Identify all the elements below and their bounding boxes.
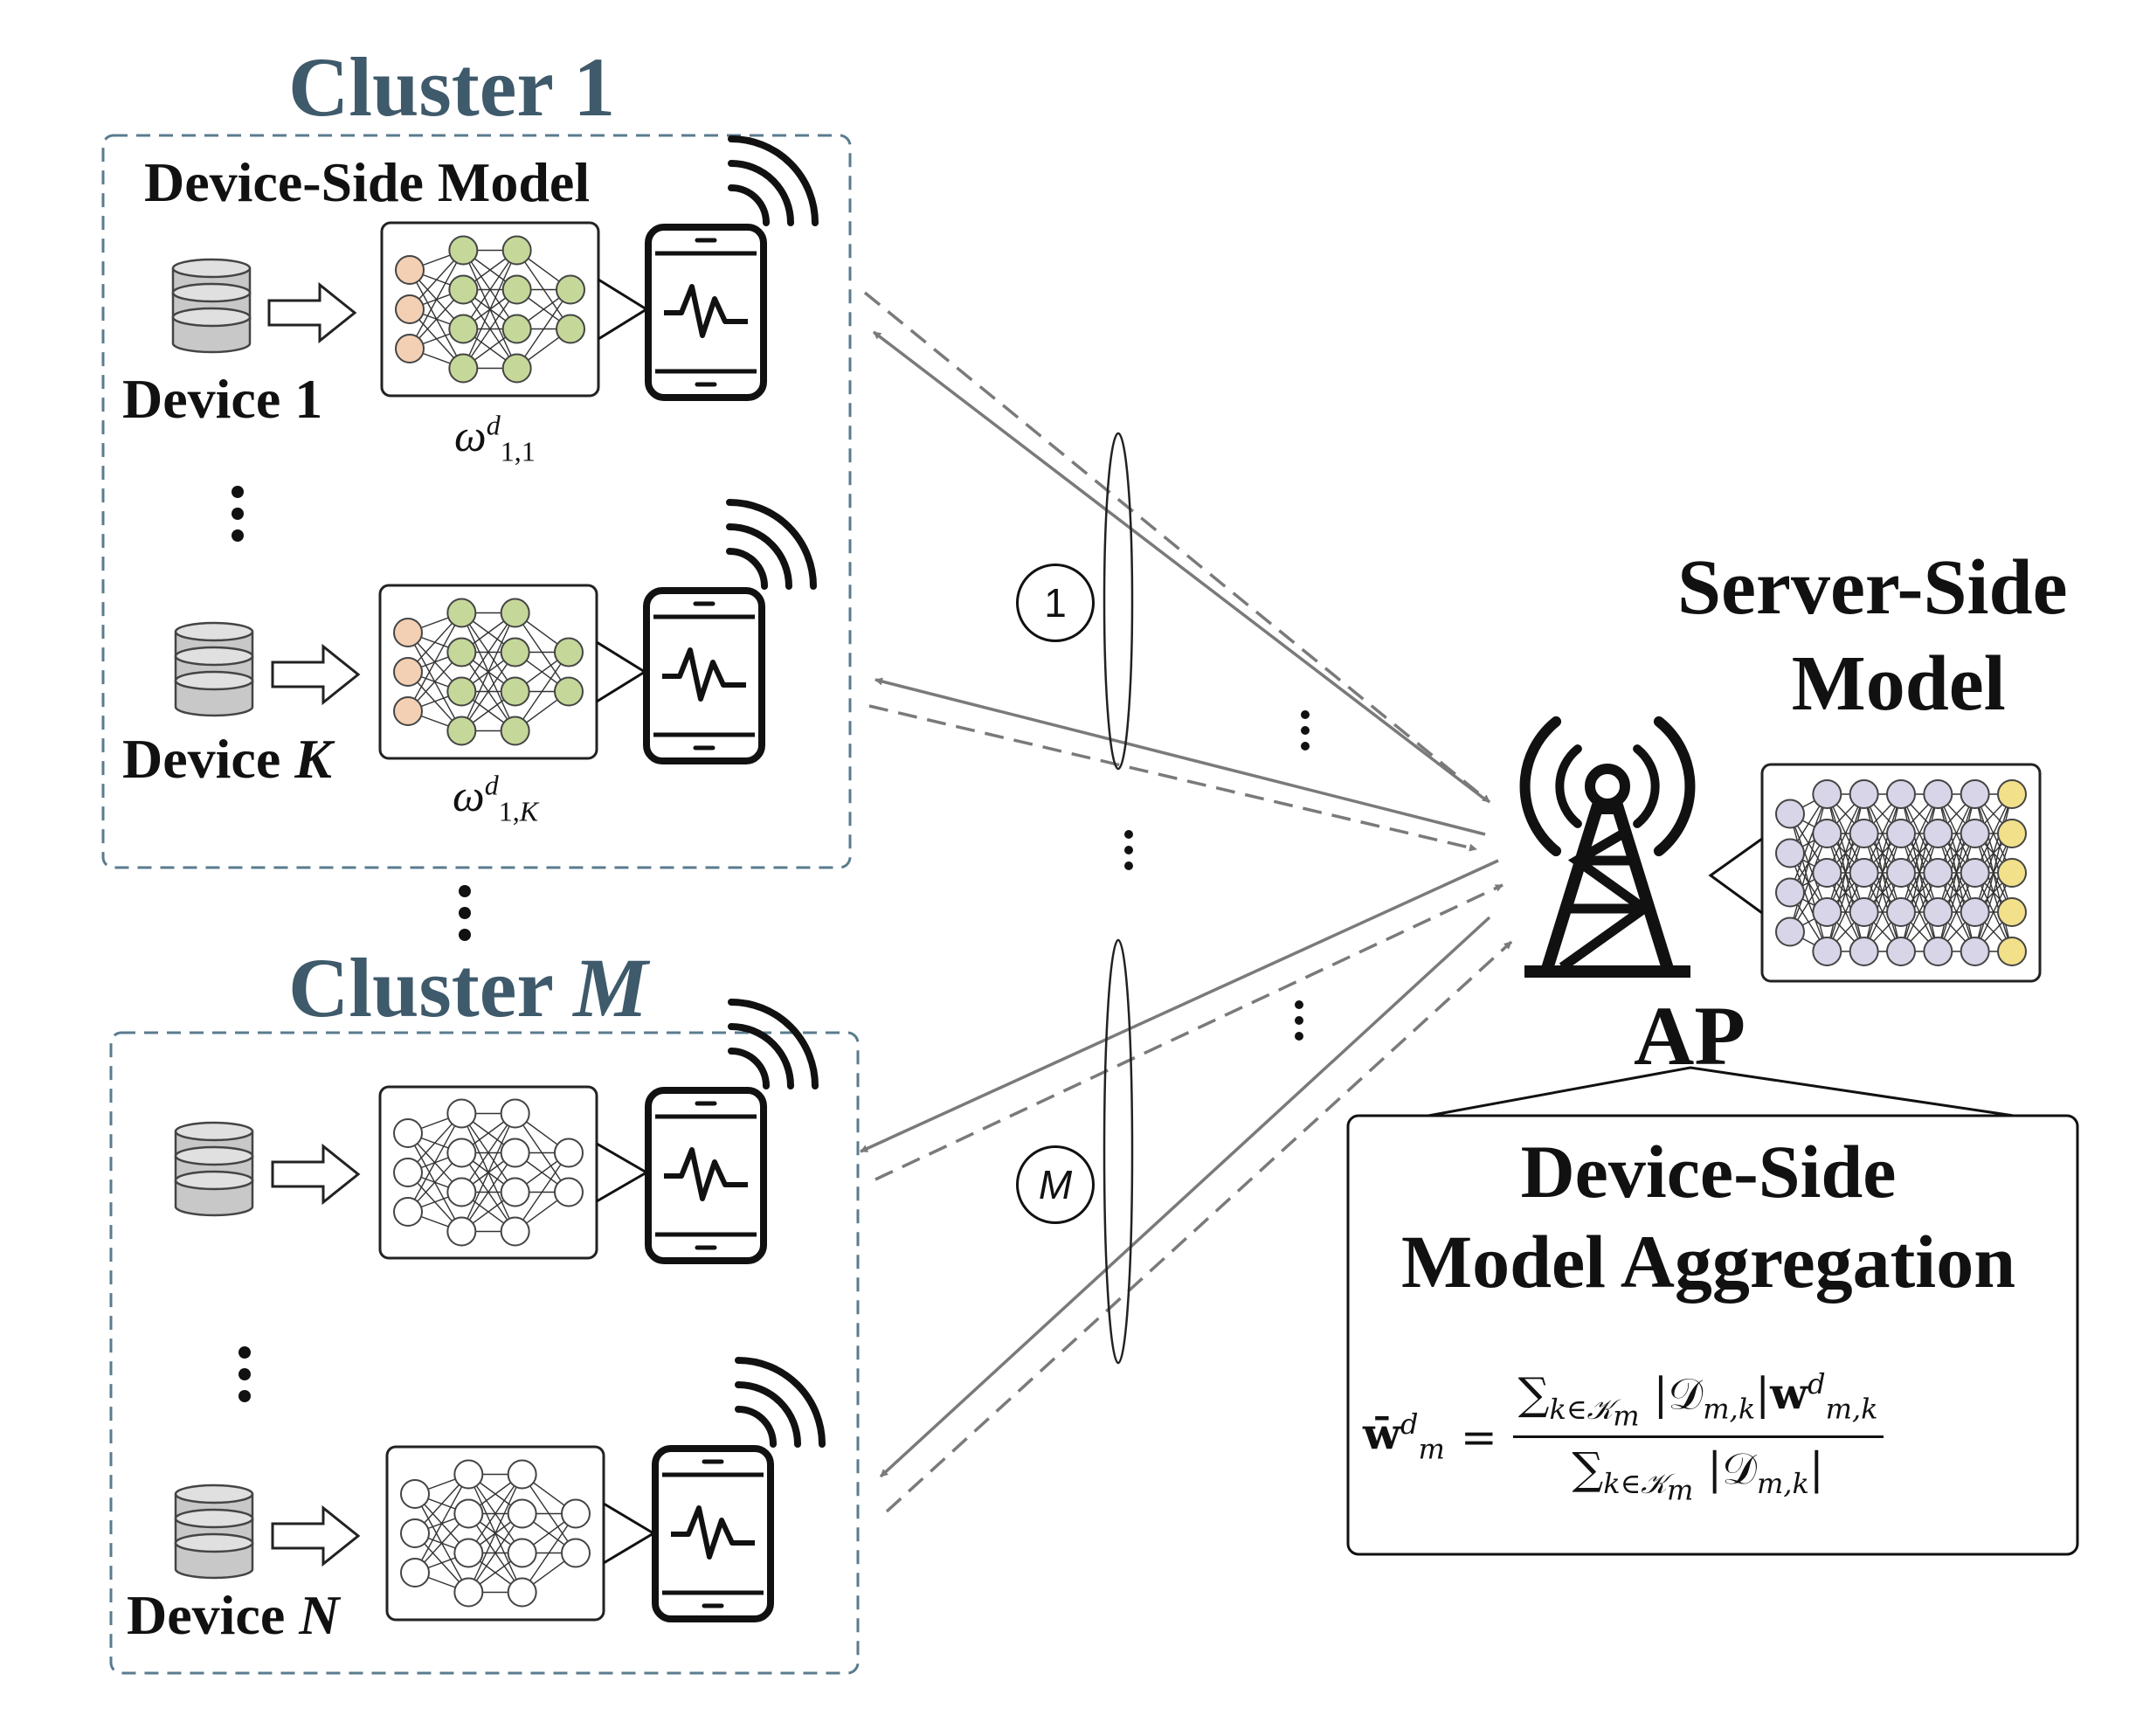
device-k-label: Device K [122,728,332,790]
device-1-weight: ωd1,1 [454,409,536,467]
connector-chevron [596,1142,649,1203]
link-arrow-4 [868,704,1477,852]
cluster-1-box [101,134,852,869]
arrow-right-icon [267,281,357,344]
link-arrow-2 [863,291,1491,804]
server-connector-chevron [1708,837,1763,915]
connector-chevron [598,278,649,341]
connector-chevron [596,640,647,703]
server-neural-network-icon [1760,763,2042,983]
link-arrow-3 [874,677,1486,836]
cluster-m-title: Cluster M [288,941,648,1034]
device-neural-network-icon [380,221,600,398]
database-icon [174,621,254,717]
aggregation-box [1346,1114,2079,1556]
aggregation-callout [1427,1066,2015,1117]
smartphone-icon [652,1445,774,1622]
formula-equals: = [1460,1411,1497,1463]
cluster-m-box [109,1031,860,1675]
wifi-signal-icon [726,499,817,590]
connector-chevron [603,1502,656,1565]
ellipsis-icon [1295,1000,1303,1041]
wifi-signal-icon [735,1357,826,1448]
link-group-1-ellipse [1103,432,1134,771]
arrow-right-icon [271,1504,361,1567]
antenna-tower-icon [1519,716,1696,978]
formula-lhs: w̄dm [1363,1407,1445,1467]
database-icon [174,1484,254,1580]
arrow-right-icon [271,1143,361,1206]
ellipsis-icon [232,486,244,542]
device-1-label: Device 1 [122,368,323,430]
device-k-weight: ωd1,K [453,769,539,827]
device-neural-network-icon [385,1445,605,1622]
formula-fraction: ∑k∈𝒦m |𝒟m,k|wdm,k ∑k∈𝒦m |𝒟m,k| [1512,1367,1884,1507]
device-cm-1-row [174,999,819,1264]
link-group-m-ellipse [1103,938,1134,1365]
device-n-label: Device N [127,1584,340,1646]
device-neural-network-icon [378,1085,598,1260]
link-arrow-5 [860,859,1499,1153]
device-side-model-heading: Device-Side Model [144,151,591,213]
link-arrow-1 [872,330,1487,801]
database-icon [174,1121,254,1217]
cluster-1-title: Cluster 1 [288,40,616,134]
arrow-right-icon [271,643,361,706]
device-k-row [174,499,817,764]
ellipsis-icon [1301,710,1310,750]
ellipsis-icon [459,885,471,941]
link-arrow-6 [874,883,1503,1181]
smartphone-icon [645,1087,767,1264]
link-group-1-marker: 1 [1016,564,1095,642]
ellipsis-icon [238,1346,251,1402]
device-neural-network-icon [378,584,598,760]
link-arrow-7 [879,916,1491,1478]
device-1-row [171,135,819,401]
wifi-signal-icon [728,135,819,226]
smartphone-icon [643,587,765,764]
device-n-row [174,1357,826,1622]
formula-numerator: ∑k∈𝒦m |𝒟m,k|wdm,k [1512,1367,1884,1439]
ap-label: AP [1634,989,1745,1082]
link-arrow-8 [885,940,1513,1513]
database-icon [171,258,252,354]
ellipsis-icon [1124,830,1133,870]
formula-denominator: ∑k∈𝒦m |𝒟m,k| [1572,1443,1824,1507]
link-group-m-marker: M [1016,1145,1095,1224]
wifi-signal-icon [728,999,819,1089]
aggregation-formula: w̄dm = ∑k∈𝒦m |𝒟m,k|wdm,k ∑k∈𝒦m |𝒟m,k| [1363,1367,1884,1506]
smartphone-icon [645,224,767,401]
